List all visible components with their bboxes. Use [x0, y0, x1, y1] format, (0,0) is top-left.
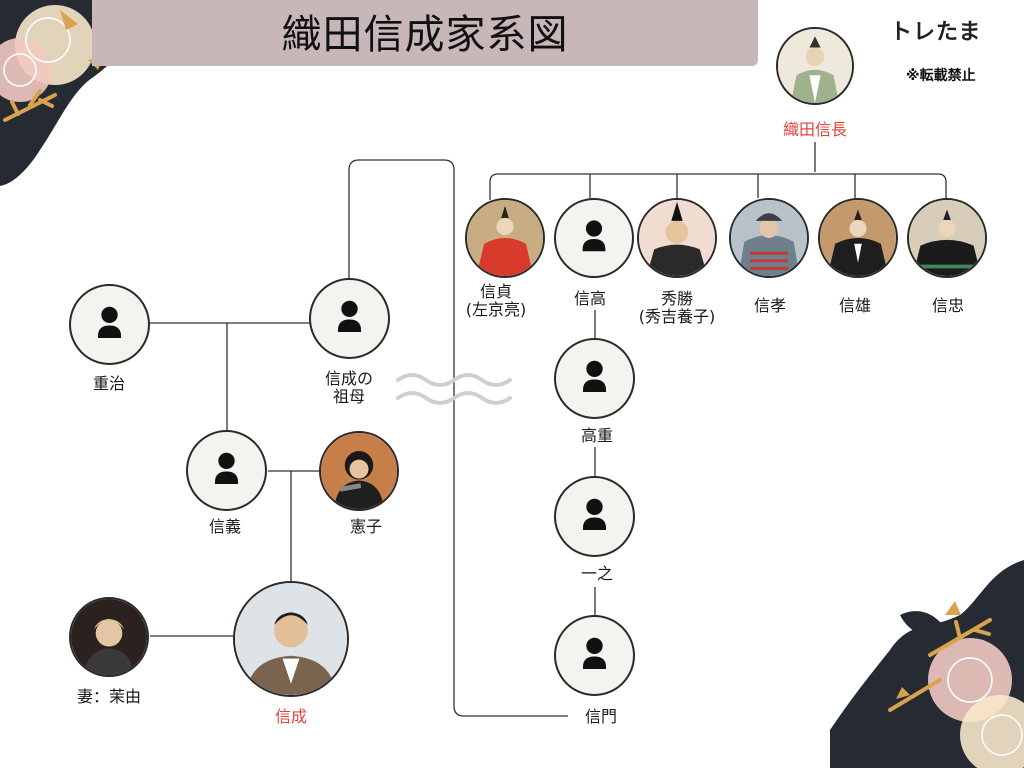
- nobutaka-b-portrait[interactable]: [729, 198, 809, 278]
- person-silhouette-icon: [556, 200, 632, 276]
- nobunaga-portrait[interactable]: [776, 27, 854, 105]
- name-nobusada: 信貞(左京亮): [466, 283, 527, 319]
- name-nobuyoshi: 信義: [208, 517, 242, 536]
- hidekatsu-portrait[interactable]: [637, 198, 717, 278]
- title-band: [92, 0, 758, 66]
- shigeharu-portrait[interactable]: [69, 284, 150, 365]
- kazuyuki-portrait[interactable]: [554, 476, 635, 557]
- seated-samurai-portrait-icon: [909, 200, 985, 276]
- name-nobutada: 信忠: [931, 296, 965, 315]
- name-kazuyuki: 一之: [580, 564, 614, 583]
- name-nobunaga: 織田信長: [782, 120, 848, 139]
- samurai-portrait-icon: [778, 29, 852, 103]
- name-nobukatsu: 信雄: [838, 296, 872, 315]
- armored-samurai-portrait-icon: [731, 200, 807, 276]
- grandmother-portrait[interactable]: [309, 278, 390, 359]
- red-robed-samurai-portrait-icon: [467, 200, 543, 276]
- nobukatsu-portrait[interactable]: [818, 198, 898, 278]
- person-silhouette-icon: [71, 286, 148, 363]
- woman-photo-icon: [321, 433, 397, 509]
- nobutada-portrait[interactable]: [907, 198, 987, 278]
- woman-photo-icon: [71, 599, 147, 675]
- person-silhouette-icon: [556, 340, 633, 417]
- wife-photo[interactable]: [69, 597, 149, 677]
- name-nobutaka-b: 信孝: [753, 296, 787, 315]
- nobuyoshi-portrait[interactable]: [186, 430, 267, 511]
- name-wife: 妻：茉由: [76, 687, 142, 706]
- black-robed-samurai-portrait-icon: [820, 200, 896, 276]
- nobusada-portrait[interactable]: [465, 198, 545, 278]
- takashige-portrait[interactable]: [554, 338, 635, 419]
- brand-logo: トレたま: [890, 20, 982, 45]
- name-grandmother: 信成の祖母: [325, 370, 373, 406]
- man-photo-icon: [235, 583, 347, 695]
- nobutaka-a-portrait[interactable]: [554, 198, 634, 278]
- noriko-photo[interactable]: [319, 431, 399, 511]
- name-nobukado: 信門: [584, 707, 618, 726]
- person-silhouette-icon: [556, 617, 633, 694]
- person-silhouette-icon: [188, 432, 265, 509]
- name-grandmother-line2: 祖母: [332, 387, 366, 406]
- person-silhouette-icon: [311, 280, 388, 357]
- person-silhouette-icon: [556, 478, 633, 555]
- nobunari-photo[interactable]: [233, 581, 349, 697]
- name-grandmother-line1: 信成の: [324, 369, 374, 388]
- name-hidekatsu-line2: (秀吉養子): [638, 307, 716, 326]
- wave-separator: [396, 373, 512, 405]
- page-title: 織田信成家系図: [281, 12, 569, 58]
- name-hidekatsu: 秀勝(秀吉養子): [639, 290, 716, 326]
- bottom-right-floral-decoration: [830, 560, 1024, 768]
- name-nobusada-line2: (左京亮): [465, 300, 527, 319]
- nobukado-portrait[interactable]: [554, 615, 635, 696]
- name-hidekatsu-line1: 秀勝: [660, 289, 693, 308]
- court-noble-portrait-icon: [639, 200, 715, 276]
- name-nobutaka-a: 信高: [573, 289, 607, 308]
- name-noriko: 憲子: [349, 517, 383, 536]
- name-shigeharu: 重治: [92, 374, 126, 393]
- name-nobunari: 信成: [274, 707, 308, 726]
- name-nobusada-line1: 信貞: [479, 282, 512, 301]
- reprint-notice: ※転載禁止: [906, 68, 976, 84]
- name-takashige: 高重: [580, 426, 614, 445]
